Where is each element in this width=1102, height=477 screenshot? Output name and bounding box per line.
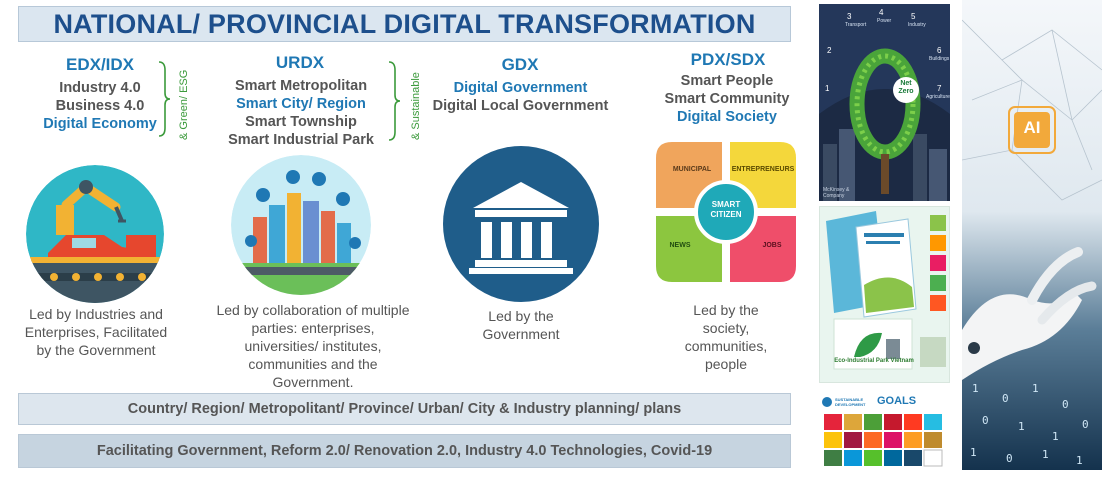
- smart-citizen-label: SMART CITIZEN: [696, 200, 756, 220]
- puzzle-piece-label: NEWS: [669, 242, 691, 249]
- edx-heading: EDX/IDX: [65, 55, 135, 74]
- edx-lines: Industry 4.0 Business 4.0 Digital Econom…: [30, 79, 170, 133]
- urdx-description-line: Led by collaboration of multiple: [216, 302, 410, 318]
- net-zero-label: Net Zero: [896, 80, 916, 96]
- edx-description-line: Led by Industries and: [29, 306, 163, 322]
- svg-text:0: 0: [982, 414, 989, 427]
- segment-title: Transport: [845, 22, 867, 28]
- pdx-lines: Smart People Smart Community Digital Soc…: [650, 72, 804, 126]
- pdx-line: Smart Community: [664, 91, 790, 107]
- segment-title: Agriculture: [926, 94, 950, 100]
- net-zero-line: Zero: [898, 88, 914, 95]
- mckinsey-credit: McKinsey & Company: [823, 187, 850, 199]
- segment-number: 5: [911, 12, 916, 21]
- government-building-icon: [443, 146, 599, 302]
- segment-title: Buildings: [929, 56, 950, 62]
- puzzle-piece-label: JOBS: [762, 242, 782, 249]
- gdx-description: Led by the Government: [460, 307, 582, 343]
- facilitating-bar: Facilitating Government, Reform 2.0/ Ren…: [18, 434, 791, 468]
- svg-text:0: 0: [1062, 398, 1069, 411]
- segment-title: Power: [877, 18, 892, 24]
- pdx-line: Smart People: [680, 73, 774, 89]
- puzzle-piece-label: ENTREPRENEURS: [731, 166, 795, 173]
- smart-citizen-puzzle: MUNICIPAL ENTREPRENEURS NEWS JOBS SMART …: [652, 138, 800, 286]
- edx-line: Business 4.0: [55, 98, 145, 114]
- gdx-line: Digital Government: [453, 80, 588, 96]
- edx-line: Industry 4.0: [59, 80, 141, 96]
- planning-bar: Country/ Region/ Metropolitant/ Province…: [18, 393, 791, 425]
- page-title: NATIONAL/ PROVINCIAL DIGITAL TRANSFORMAT…: [53, 8, 756, 39]
- svg-text:1: 1: [1042, 448, 1049, 461]
- pdx-description-line: people: [704, 356, 748, 372]
- segment-number: 7: [937, 84, 942, 93]
- edx-description: Led by Industries and Enterprises, Facil…: [16, 305, 176, 359]
- segment-number: 3: [847, 12, 852, 21]
- svg-text:0: 0: [1082, 418, 1089, 431]
- eco-park-caption: Eco-Industrial Park Vietnam: [834, 358, 914, 364]
- edx-description-line: by the Government: [36, 342, 156, 358]
- svg-text:1: 1: [970, 446, 977, 459]
- urdx-line: Smart Township: [245, 114, 357, 130]
- gdx-heading: GDX: [501, 55, 539, 74]
- sdg-goals-label: GOALS: [877, 395, 917, 407]
- svg-text:0: 0: [1002, 392, 1009, 405]
- segment-number: 4: [879, 8, 884, 17]
- sdg-goals-panel: SUSTAINABLE DEVELOPMENT GOALS: [819, 394, 950, 470]
- gdx-lines: Digital Government Digital Local Governm…: [418, 79, 623, 115]
- ai-label: AI: [1023, 118, 1041, 137]
- segment-title: Industry: [908, 22, 926, 28]
- pdx-description-line: society,: [702, 320, 750, 336]
- gdx-description-line: Led by the: [488, 308, 554, 324]
- urdx-description-line: parties: enterprises,: [251, 320, 375, 336]
- svg-text:1: 1: [1076, 454, 1083, 467]
- net-zero-poster: Net Zero 3 4 5 2 6 1 7 Transport Power I…: [819, 4, 950, 201]
- edx-line: Digital Economy: [43, 116, 157, 132]
- urdx-heading: URDX: [275, 53, 325, 72]
- page-title-box: NATIONAL/ PROVINCIAL DIGITAL TRANSFORMAT…: [18, 6, 791, 42]
- urdx-description-line: communities and the: [248, 356, 378, 372]
- svg-text:1: 1: [1032, 382, 1039, 395]
- urdx-description: Led by collaboration of multiple parties…: [203, 301, 423, 391]
- svg-text:1: 1: [1052, 430, 1059, 443]
- smart-citizen-line: SMART: [711, 200, 741, 209]
- svg-text:0: 0: [1006, 452, 1013, 465]
- segment-number: 6: [937, 46, 942, 55]
- urdx-line: Smart City/ Region: [236, 96, 366, 112]
- urdx-line: Smart Industrial Park: [228, 132, 374, 148]
- puzzle-piece-label: MUNICIPAL: [672, 166, 712, 173]
- urdx-description-line: Government.: [272, 374, 354, 390]
- eco-industrial-park-poster: Eco-Industrial Park Vietnam: [819, 206, 950, 383]
- pdx-heading: PDX/SDX: [690, 50, 766, 69]
- smart-city-illustration: [231, 155, 371, 295]
- pdx-description: Led by the society, communities, people: [670, 301, 782, 373]
- urdx-description-line: universities/ institutes,: [244, 338, 382, 354]
- edx-brace: [158, 61, 171, 137]
- pdx-line: Digital Society: [677, 109, 777, 125]
- pdx-description-line: communities,: [684, 338, 768, 354]
- gdx-line: Digital Local Government: [432, 98, 609, 114]
- edx-description-line: Enterprises, Facilitated: [24, 324, 168, 340]
- net-zero-line: Net: [900, 80, 912, 87]
- segment-number: 1: [825, 84, 830, 93]
- smart-citizen-line: CITIZEN: [710, 210, 742, 219]
- urdx-lines: Smart Metropolitan Smart City/ Region Sm…: [218, 77, 384, 149]
- svg-text:1: 1: [972, 382, 979, 395]
- segment-number: 2: [827, 46, 832, 55]
- edx-brace-label: & Green/ ESG: [178, 69, 190, 140]
- urdx-line: Smart Metropolitan: [234, 78, 368, 94]
- gdx-description-line: Government: [482, 326, 560, 342]
- urdx-brace: [388, 61, 401, 141]
- sdg-header: SUSTAINABLE DEVELOPMENT: [835, 397, 866, 407]
- svg-text:1: 1: [1018, 420, 1025, 433]
- pdx-description-line: Led by the: [693, 302, 759, 318]
- industry-robot-illustration: [26, 165, 164, 303]
